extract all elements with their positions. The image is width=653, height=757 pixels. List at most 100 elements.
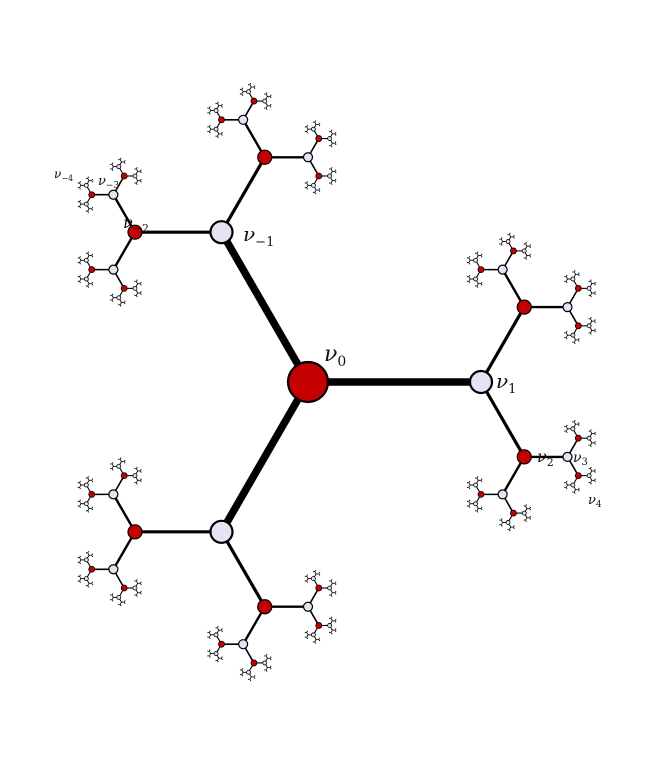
red-node-depth-4 <box>574 434 582 442</box>
tree-edge-depth-8 <box>500 237 503 240</box>
tree-edge-depth-7 <box>111 297 114 301</box>
tree-edge-depth-7 <box>208 651 212 654</box>
tree-edge-depth-7 <box>79 203 82 207</box>
tree-edge-depth-8 <box>594 470 596 473</box>
tree-edge-depth-8 <box>334 629 337 632</box>
tree-edge-depth-8 <box>334 619 337 621</box>
blue-node-depth-5 <box>505 239 511 244</box>
tree-edge-depth-8 <box>79 505 81 508</box>
tree-edge-depth-8 <box>221 628 223 631</box>
tree-edge-depth-8 <box>79 187 81 190</box>
tree-edge-depth-8 <box>476 251 478 254</box>
tree-edge-depth-8 <box>79 200 81 202</box>
tree-edge-depth-7 <box>500 519 503 523</box>
blue-node-depth-5 <box>116 164 122 170</box>
tree-edge-depth-8 <box>594 329 596 331</box>
tree-edge-depth-8 <box>136 182 138 185</box>
tree-edge-depth-8 <box>468 275 470 277</box>
tree-edge-depth-8 <box>91 553 93 556</box>
tree-edge-depth-7 <box>330 618 333 621</box>
label-nu-minus-1: ν−1 <box>243 222 274 250</box>
tree-edge-depth-8 <box>594 283 596 286</box>
tree-edge-depth-7 <box>590 318 593 322</box>
tree-edge-depth-8 <box>480 254 482 256</box>
tree-edge-depth-7 <box>79 482 82 486</box>
tree-edge-depth-7 <box>79 201 82 205</box>
blue-node-depth-1 <box>209 220 234 245</box>
tree-edge-depth-8 <box>334 179 337 181</box>
tree-edge-depth-8 <box>529 516 531 518</box>
tree-edge-depth-8 <box>334 583 337 585</box>
tree-edge-depth-7 <box>79 557 82 561</box>
tree-edge-depth-8 <box>87 551 89 554</box>
tree-edge-depth-8 <box>590 317 592 319</box>
tree-edges <box>77 82 596 682</box>
tree-edge-depth-8 <box>594 441 596 444</box>
tree-edge-depth-7 <box>119 601 122 605</box>
tree-edge-depth-8 <box>91 480 93 482</box>
tree-edge-depth-2 <box>479 306 526 383</box>
tree-edge-depth-8 <box>91 208 93 211</box>
tree-edge-depth-7 <box>525 517 528 521</box>
tree-edge-depth-7 <box>565 484 568 488</box>
tree-edge-depth-8 <box>509 233 511 235</box>
tree-edge-depth-8 <box>529 507 531 509</box>
tree-edge-depth-7 <box>87 253 90 256</box>
tree-edge-depth-8 <box>140 478 142 481</box>
tree-edge-depth-8 <box>111 593 114 596</box>
tree-edge-depth-8 <box>79 206 81 208</box>
tree-edge-depth-8 <box>79 580 81 583</box>
red-node-depth-4 <box>574 284 582 292</box>
tree-edge-depth-7 <box>111 597 114 600</box>
tree-edge-depth-8 <box>306 580 308 583</box>
tree-edge-depth-8 <box>318 639 320 641</box>
tree-edge-depth-8 <box>565 487 568 489</box>
tree-edge-depth-7 <box>241 89 244 92</box>
tree-edge-depth-8 <box>87 585 89 588</box>
tree-edge-depth-8 <box>140 583 142 585</box>
tree-edge-depth-7 <box>111 166 114 170</box>
tree-edge-depth-8 <box>123 161 126 164</box>
tree-edge-depth-8 <box>79 281 81 283</box>
tree-edge-depth-8 <box>334 143 337 145</box>
tree-edge-depth-8 <box>330 579 332 582</box>
tree-edge-depth-8 <box>253 676 255 679</box>
tree-edge-depth-8 <box>123 301 126 303</box>
tree-edge-depth-8 <box>306 636 308 639</box>
red-node-depth-4 <box>88 191 96 199</box>
tree-edge-depth-8 <box>334 169 337 172</box>
tree-edge-depth-8 <box>136 279 138 282</box>
tree-edge-depth-7 <box>590 468 593 472</box>
tree-edge-depth-7 <box>476 477 479 481</box>
blue-node-depth-5 <box>586 285 592 291</box>
tree-edge-depth-8 <box>500 243 503 246</box>
blue-node-depth-5 <box>521 248 527 254</box>
tree-edge-depth-1 <box>218 230 312 384</box>
tree-edge-depth-8 <box>221 104 223 106</box>
tree-edge-depth-2 <box>479 381 526 458</box>
tree-edge-depth-7 <box>476 508 479 511</box>
tree-edge-depth-8 <box>79 262 81 264</box>
tree-edge-depth-7 <box>468 276 471 280</box>
tree-edge-depth-8 <box>306 125 308 128</box>
blue-node-depth-5 <box>83 201 89 207</box>
tree-edge-depth-8 <box>330 594 332 597</box>
tree-edge-depth-8 <box>314 641 316 644</box>
tree-edge-depth-8 <box>565 337 568 339</box>
tree-edge-depth-7 <box>111 164 114 167</box>
tree-edge-depth-8 <box>594 433 596 435</box>
red-node-depth-4 <box>88 490 96 498</box>
blue-node-depth-5 <box>132 285 138 291</box>
tree-edge-depth-7 <box>565 426 568 430</box>
tree-edge-depth-7 <box>468 278 471 282</box>
tree-edge-depth-8 <box>318 572 320 575</box>
blue-node-depth-5 <box>132 173 138 179</box>
red-node-depth-2 <box>516 449 532 465</box>
tree-edge-depth-8 <box>119 158 122 160</box>
tree-edge-depth-8 <box>111 468 114 470</box>
tree-edge-depth-7 <box>590 281 593 284</box>
tree-edge-depth-8 <box>590 445 592 447</box>
tree-edge-depth-8 <box>330 632 332 634</box>
tree-edge-depth-8 <box>480 508 482 510</box>
